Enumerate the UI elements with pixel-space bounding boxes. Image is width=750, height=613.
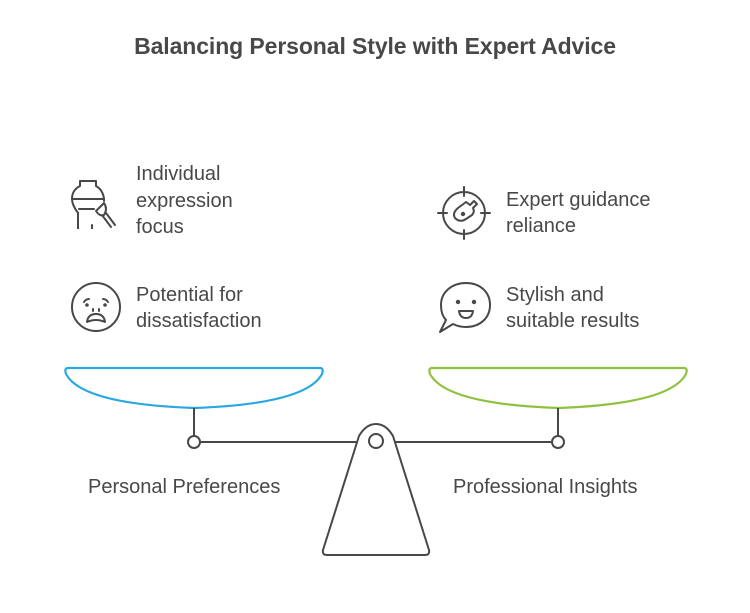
left-item-1-label: Individual expression focus bbox=[136, 161, 233, 241]
label-line: Potential for bbox=[136, 283, 243, 306]
vase-paintbrush-icon bbox=[71, 179, 116, 229]
label-line: Expert guidance bbox=[506, 188, 651, 211]
left-item-dissatisfaction: Potential for dissatisfaction bbox=[66, 280, 262, 336]
label-line: Individual bbox=[136, 163, 221, 185]
right-item-1-label: Expert guidance reliance bbox=[506, 187, 651, 240]
diagram-title: Balancing Personal Style with Expert Adv… bbox=[134, 33, 616, 59]
scale-stand bbox=[321, 423, 431, 556]
label-line: suitable results bbox=[506, 310, 640, 332]
right-item-expert-guidance: Expert guidance reliance bbox=[436, 185, 651, 241]
label-line: reliance bbox=[506, 215, 577, 237]
smiling-speech-bubble-icon bbox=[439, 282, 491, 333]
right-side-label: Professional Insights bbox=[453, 476, 638, 498]
left-item-2-label: Potential for dissatisfaction bbox=[136, 282, 262, 335]
right-item-2-label: Stylish and suitable results bbox=[506, 282, 639, 335]
left-pan bbox=[64, 366, 324, 410]
right-pan bbox=[428, 366, 688, 410]
label-line: Stylish and bbox=[506, 283, 604, 306]
left-pivot bbox=[187, 435, 201, 449]
target-key-icon bbox=[437, 186, 491, 240]
label-line: expression bbox=[136, 189, 233, 212]
right-item-stylish-results: Stylish and suitable results bbox=[436, 280, 639, 336]
right-pivot bbox=[551, 435, 565, 449]
label-line: dissatisfaction bbox=[136, 310, 262, 332]
left-item-individual-expression: Individual expression focus bbox=[66, 161, 233, 241]
left-side-label: Personal Preferences bbox=[88, 476, 281, 498]
label-line: focus bbox=[136, 216, 184, 238]
sad-face-icon bbox=[71, 282, 121, 332]
